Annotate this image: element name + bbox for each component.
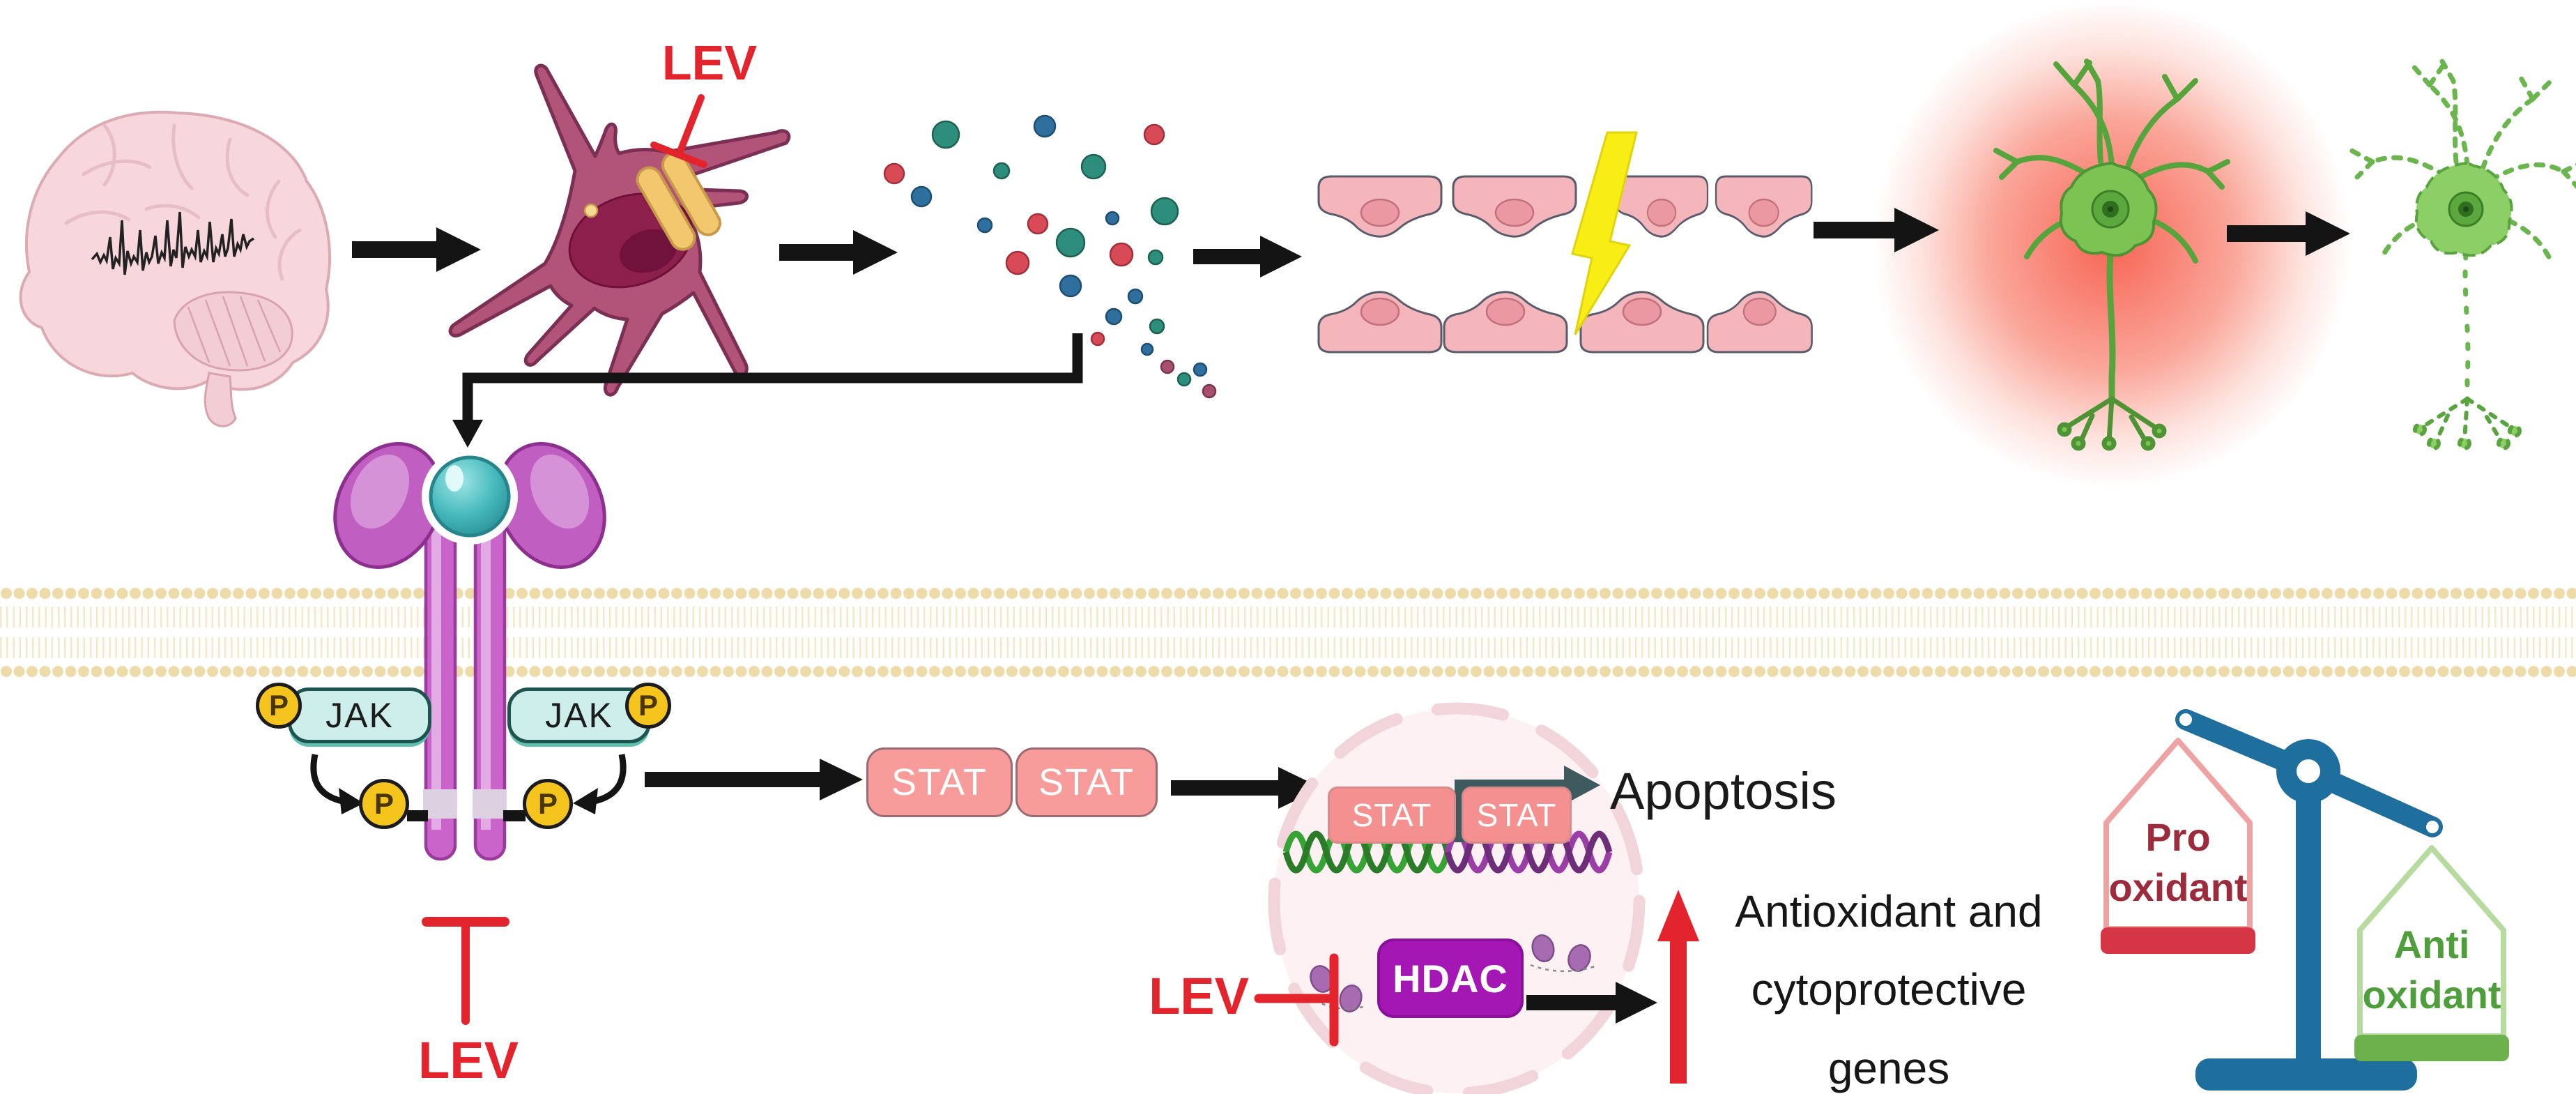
phosphate-label: P bbox=[537, 787, 558, 820]
brainstem bbox=[204, 372, 237, 427]
antioxidant-line-1: Antioxidant and bbox=[1735, 886, 2043, 936]
antioxidant-line-3: genes bbox=[1827, 1042, 1950, 1093]
stat-label: STAT bbox=[891, 761, 988, 803]
phosphate-label: P bbox=[374, 787, 394, 820]
cytokine-to-receptor-arrow bbox=[452, 333, 1083, 448]
lev-inhibitor-receptor bbox=[422, 917, 509, 1025]
antioxidant-genes-label: Antioxidant and cytoprotective genes bbox=[1701, 887, 2077, 1094]
phosphate-badge: P bbox=[625, 683, 671, 729]
microglia-nucleolus bbox=[619, 229, 677, 273]
flow-arrow-2 bbox=[779, 230, 898, 275]
stat-dna-box-2: STAT bbox=[1462, 787, 1572, 844]
pro-oxidant-label-line1: Pro bbox=[2145, 815, 2210, 859]
microglia-icon bbox=[448, 63, 791, 397]
hdac-box: HDAC bbox=[1377, 939, 1524, 1018]
stat-label: STAT bbox=[1351, 797, 1432, 833]
seizure-eeg-trace bbox=[91, 211, 254, 275]
stat-dimer-box-1: STAT bbox=[866, 747, 1013, 817]
stat-label: STAT bbox=[1476, 797, 1557, 833]
lev-label-receptor: LEV bbox=[418, 1031, 519, 1089]
hdac-output-arrow bbox=[1526, 982, 1657, 1024]
phosphate-label: P bbox=[268, 689, 289, 722]
lev-inhibitor-nucleus bbox=[1254, 953, 1339, 1047]
histone-icons bbox=[1308, 934, 1595, 1013]
anti-oxidant-pan: Anti oxidant bbox=[2354, 845, 2509, 1061]
jak-label: JAK bbox=[325, 696, 394, 735]
upregulation-arrow bbox=[1657, 890, 1699, 1084]
lev-inhibitor-microglia bbox=[650, 94, 707, 168]
stat-to-nucleus-arrow bbox=[1171, 767, 1321, 809]
phosphate-connector bbox=[407, 810, 428, 821]
lev-label-microglia: LEV bbox=[661, 36, 758, 90]
anti-oxidant-label-line2: oxidant bbox=[2362, 973, 2501, 1017]
stressed-neuron-icon bbox=[1996, 61, 2228, 448]
sv2a-channel-icon bbox=[636, 151, 721, 251]
phosphate-badge: P bbox=[256, 683, 302, 729]
flow-arrow-3 bbox=[1193, 236, 1302, 278]
stat-label: STAT bbox=[1038, 761, 1135, 803]
antioxidant-line-2: cytoprotective bbox=[1751, 964, 2027, 1015]
nucleus bbox=[1268, 702, 1646, 1094]
jak-phosphorylation-arrows bbox=[310, 754, 627, 814]
flow-arrow-1 bbox=[352, 227, 481, 272]
degenerating-neuron-icon bbox=[2352, 61, 2576, 448]
pro-oxidant-label-line2: oxidant bbox=[2108, 865, 2247, 909]
flow-arrows bbox=[352, 208, 2350, 278]
receptor-to-stat-arrow bbox=[645, 759, 863, 800]
lev-label-nucleus: LEV bbox=[1149, 967, 1249, 1025]
jak-box-left: JAK bbox=[288, 687, 431, 743]
stat-arrows bbox=[645, 759, 1321, 809]
jak-label: JAK bbox=[545, 696, 613, 735]
hdac-label: HDAC bbox=[1393, 956, 1508, 1001]
lightning-bolt-icon bbox=[1571, 131, 1638, 335]
stat-dimer-box-2: STAT bbox=[1015, 747, 1158, 817]
phosphate-badge: P bbox=[359, 779, 409, 829]
flow-arrow-4 bbox=[1814, 208, 1939, 252]
vesicle-dot bbox=[583, 203, 599, 218]
cytokine-dots bbox=[883, 114, 1217, 399]
cytokine-receptor bbox=[333, 441, 606, 861]
balance-scale-icon: Pro oxidant Anti oxidant bbox=[2101, 709, 2509, 1091]
apoptosis-label: Apoptosis bbox=[1610, 762, 1837, 820]
stat-dna-box-1: STAT bbox=[1328, 787, 1456, 844]
brain-icon bbox=[19, 110, 331, 427]
flow-arrow-5 bbox=[2227, 211, 2350, 256]
phosphate-label: P bbox=[638, 689, 658, 722]
transcription-arrow bbox=[1455, 766, 1600, 842]
bbb-endothelial-cells bbox=[1317, 131, 1814, 354]
pro-oxidant-pan: Pro oxidant bbox=[2101, 738, 2255, 954]
anti-oxidant-label-line1: Anti bbox=[2394, 922, 2470, 966]
phosphate-connector bbox=[503, 810, 526, 821]
phosphate-badge: P bbox=[523, 779, 573, 829]
cytokine-ligand-ball bbox=[429, 455, 511, 538]
